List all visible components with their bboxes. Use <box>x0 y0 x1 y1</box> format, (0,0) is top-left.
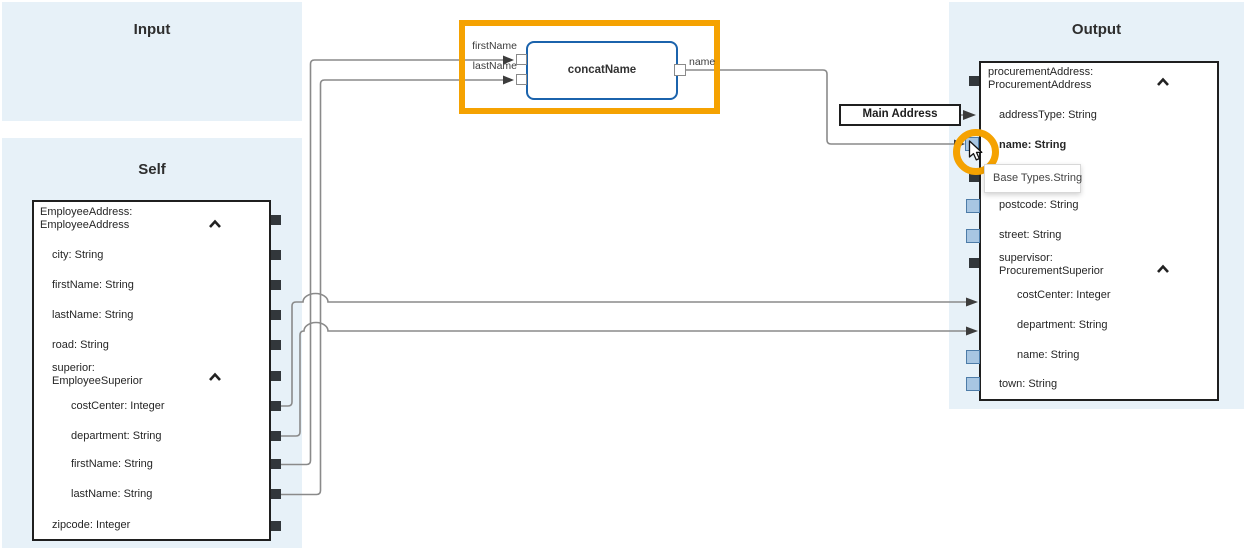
wire-department-to-department[interactable] <box>281 321 966 437</box>
port-self-superior[interactable] <box>271 371 281 381</box>
function-input1-label: firstName <box>472 40 517 52</box>
tree-node-sup-costcenter-out[interactable]: costCenter: Integer <box>1017 289 1111 301</box>
self-panel-title: Self <box>138 161 166 178</box>
chevron-up-icon[interactable] <box>208 216 222 228</box>
output-tree-box <box>979 61 1219 401</box>
port-output-street[interactable] <box>966 229 980 243</box>
tree-node-firstname[interactable]: firstName: String <box>52 279 134 291</box>
tree-node-lastname[interactable]: lastName: String <box>52 309 134 321</box>
input-panel <box>2 2 302 121</box>
tree-node-sup-lastname[interactable]: lastName: String <box>71 488 153 500</box>
highlight-ring <box>953 129 999 175</box>
chevron-up-icon[interactable] <box>1156 74 1170 86</box>
port-self-road[interactable] <box>271 340 281 350</box>
port-self-sup-lastname[interactable] <box>271 489 281 499</box>
function-output-label: name <box>689 56 716 68</box>
tree-node-zipcode[interactable]: zipcode: Integer <box>52 519 131 531</box>
input-panel-title: Input <box>133 21 171 38</box>
tree-node-street[interactable]: street: String <box>999 229 1062 241</box>
port-self-firstname[interactable] <box>271 280 281 290</box>
function-selection-highlight <box>459 20 720 114</box>
port-output-town[interactable] <box>966 377 980 391</box>
arrowhead-icon <box>503 75 514 85</box>
tree-node-employeeaddress[interactable]: EmployeeAddress: EmployeeAddress <box>40 206 133 231</box>
type-tooltip: Base Types.String <box>984 164 1082 193</box>
arrowhead-icon <box>966 326 978 336</box>
port-concat-input2[interactable] <box>516 74 527 85</box>
arrowhead-icon <box>963 110 976 120</box>
tree-node-sup-department[interactable]: department: String <box>71 430 162 442</box>
port-output-postcode[interactable] <box>966 199 980 213</box>
tree-node-sup-department-out[interactable]: department: String <box>1017 319 1108 331</box>
chevron-up-icon[interactable] <box>1156 261 1170 273</box>
cursor-icon <box>968 140 985 167</box>
port-self-zipcode[interactable] <box>271 521 281 531</box>
port-self-sup-firstname[interactable] <box>271 459 281 469</box>
self-tree-box <box>32 200 271 541</box>
wire-concat-to-name[interactable] <box>686 69 956 145</box>
chevron-up-icon[interactable] <box>208 369 222 381</box>
wire-sup-lastname-to-concat[interactable] <box>281 79 503 496</box>
tree-node-sup-firstname[interactable]: firstName: String <box>71 458 153 470</box>
tree-node-addresstype[interactable]: addressType: String <box>999 109 1097 121</box>
arrowhead-icon <box>966 297 978 307</box>
tree-node-procurementaddress[interactable]: procurementAddress: ProcurementAddress <box>988 66 1094 91</box>
port-self-sup-costcenter[interactable] <box>271 401 281 411</box>
function-input2-label: lastName <box>472 60 517 72</box>
tree-node-supervisor[interactable]: supervisor: ProcurementSuperior <box>999 252 1104 277</box>
port-concat-output[interactable] <box>674 64 686 76</box>
tree-node-town[interactable]: town: String <box>999 378 1058 390</box>
port-output-hidden[interactable] <box>969 172 979 182</box>
port-self-sup-department[interactable] <box>271 431 281 441</box>
tree-node-name-target[interactable]: name: String <box>999 139 1067 151</box>
port-concat-input1[interactable] <box>516 54 527 65</box>
tree-node-superior[interactable]: superior: EmployeeSuperior <box>52 362 143 387</box>
wire-costcenter-to-costcenter[interactable] <box>281 292 966 407</box>
port-output-procurementaddress[interactable] <box>969 76 979 86</box>
port-output-sup-name[interactable] <box>966 350 980 364</box>
port-self-lastname[interactable] <box>271 310 281 320</box>
tree-node-road[interactable]: road: String <box>52 339 109 351</box>
concat-function-box[interactable]: concatName <box>526 41 678 100</box>
tree-node-sup-name-out[interactable]: name: String <box>1017 349 1080 361</box>
port-output-supervisor[interactable] <box>969 258 979 268</box>
wire-sup-firstname-to-concat[interactable] <box>281 59 503 466</box>
port-self-city[interactable] <box>271 250 281 260</box>
output-panel-title: Output <box>1071 21 1122 38</box>
tree-node-city[interactable]: city: String <box>52 249 104 261</box>
main-address-label-box[interactable]: Main Address <box>839 104 961 126</box>
arrowhead-icon <box>503 55 514 65</box>
port-self-employeeaddress[interactable] <box>271 215 281 225</box>
tree-node-sup-costcenter[interactable]: costCenter: Integer <box>71 400 165 412</box>
tree-node-postcode[interactable]: postcode: String <box>999 199 1079 211</box>
